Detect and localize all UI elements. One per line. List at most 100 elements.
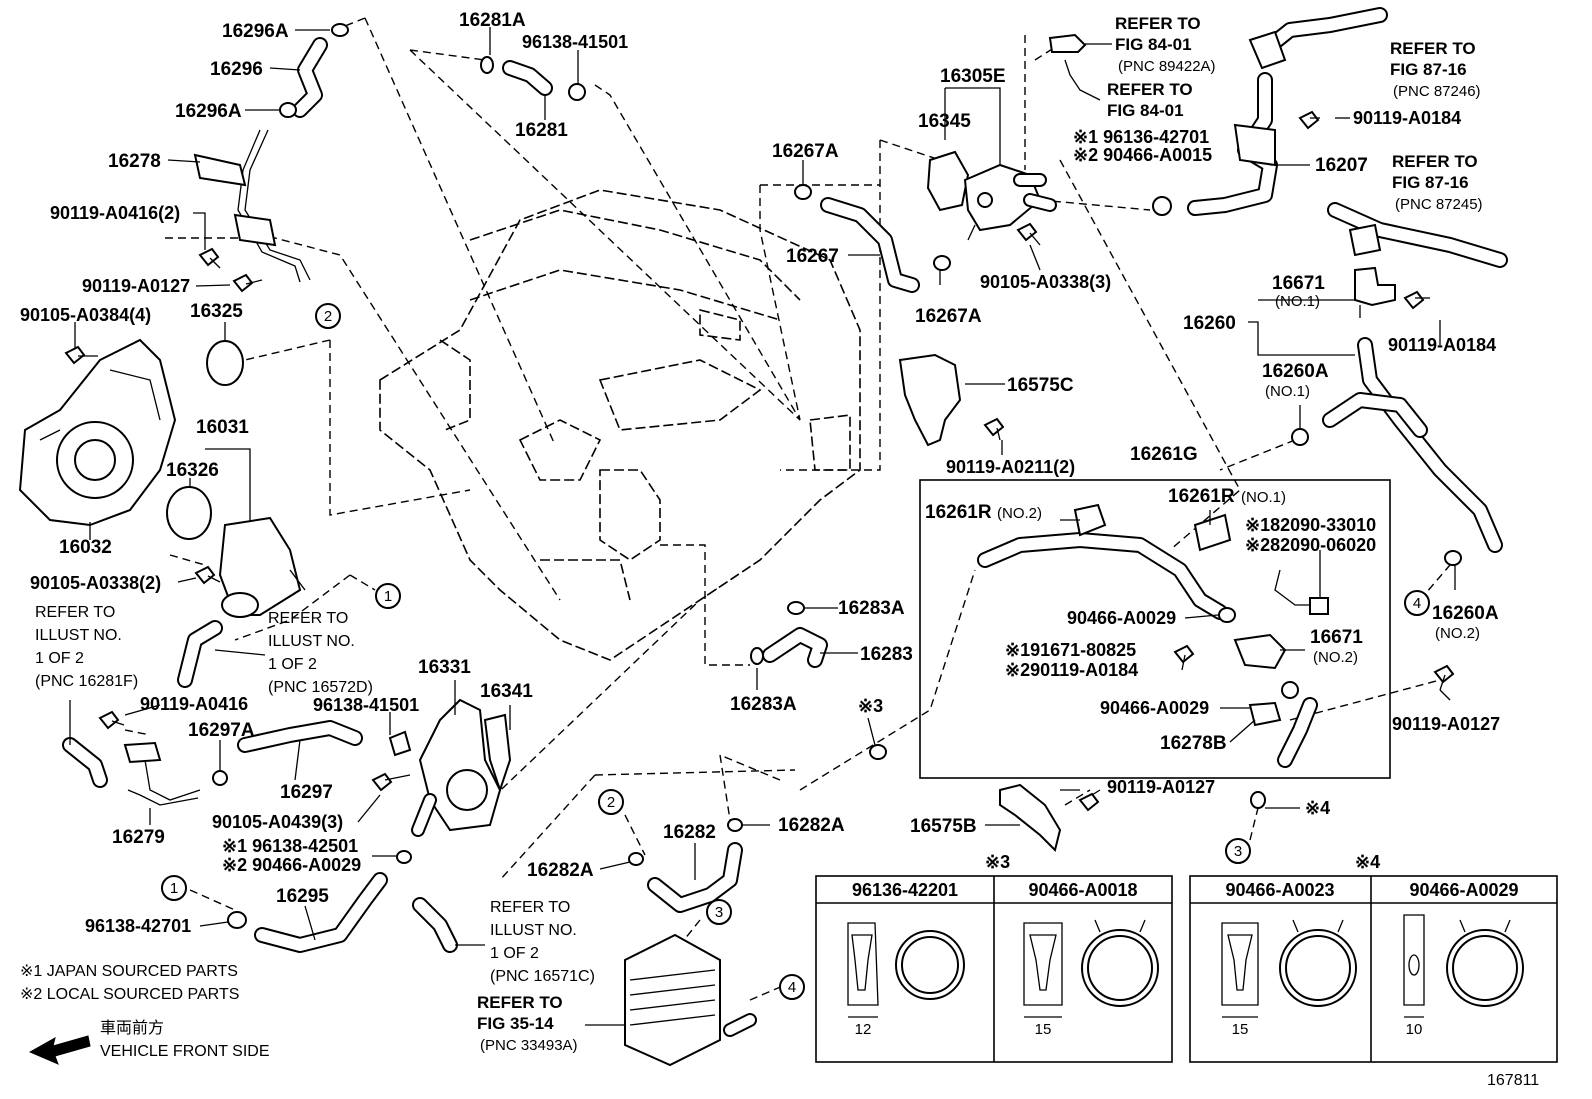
- bracket-16575B: [999, 783, 1062, 852]
- ref6-l1: REFER TO: [268, 610, 348, 627]
- ref5-l2: ILLUST NO.: [35, 627, 122, 644]
- label-90105-A0338-3: 90105-A0338(3): [980, 272, 1111, 292]
- label-16326: 16326: [166, 460, 219, 481]
- label-16283: 16283: [860, 644, 913, 665]
- label-16260A-1: 16260A: [1262, 361, 1329, 382]
- ref8-l3: (PNC 33493A): [480, 1037, 578, 1054]
- label-90105-A0338-2: 90105-A0338(2): [30, 573, 161, 593]
- pipe-16281F: [62, 700, 108, 788]
- label-16575B: 16575B: [910, 816, 977, 837]
- circled-numbers: 2 1 2 1 3 4 3 4: [161, 303, 1430, 1000]
- label-91671-80825: ※191671-80825: [1005, 640, 1136, 660]
- hose-16260: [1322, 337, 1503, 553]
- label-16325: 16325: [190, 301, 243, 322]
- label-90119-A0127-b: 90119-A0127: [1392, 714, 1500, 734]
- label-16282A-2: 16282A: [778, 815, 845, 836]
- ref5-l4: (PNC 16281F): [35, 673, 138, 690]
- figure-number: 167811: [1487, 1072, 1539, 1089]
- label-16261R-1-no: (NO.1): [1241, 489, 1286, 506]
- label-16031: 16031: [196, 417, 249, 438]
- label-16260A-2-no: (NO.2): [1435, 625, 1480, 642]
- label-16296: 16296: [210, 59, 263, 80]
- ref7-l2: ILLUST NO.: [490, 922, 577, 939]
- pipe-16279: [123, 741, 201, 806]
- label-16261R-1: 16261R: [1168, 486, 1235, 507]
- circle-3a: 3: [715, 904, 723, 921]
- legend-japan: ※1 JAPAN SOURCED PARTS: [20, 963, 238, 980]
- hose-16296: [279, 23, 349, 118]
- ref5-l1: REFER TO: [35, 604, 115, 621]
- label-90119-A0184-b: 90119-A0184: [1388, 335, 1496, 355]
- bracket-16575C: [898, 353, 962, 447]
- label-16671-1: 16671: [1272, 273, 1325, 294]
- label-16671-2: 16671: [1310, 627, 1363, 648]
- circle-4b: 4: [1413, 595, 1421, 612]
- circle-1a: 1: [384, 588, 392, 605]
- oil-cooler-33493A: [624, 933, 757, 1067]
- label-96138-42701-b: 96138-42701: [85, 916, 191, 936]
- label-16260A-1-no: (NO.1): [1265, 383, 1310, 400]
- o-ring-16326: [166, 486, 212, 540]
- front-arrow-icon: [28, 1035, 91, 1065]
- clamp-16260A-no1: [1291, 428, 1309, 446]
- clamp-90466A0015: [1152, 196, 1172, 216]
- box-16261G: [919, 479, 1391, 779]
- ref7-l3: 1 OF 2: [490, 945, 539, 962]
- label-90466-A0015: ※2 90466-A0015: [1073, 145, 1212, 165]
- label-90466-A0029-a: 90466-A0029: [1067, 608, 1176, 628]
- circle-4a: 4: [788, 979, 796, 996]
- label-16282: 16282: [663, 822, 716, 843]
- ref3-l3: (PNC 87246): [1393, 83, 1481, 100]
- pipe-16278: [193, 129, 311, 283]
- label-16261R-2-no: (NO.2): [997, 505, 1042, 522]
- label-96136-42701: ※1 96136-42701: [1073, 127, 1209, 147]
- label-90466-A0029-c: ※2 90466-A0029: [222, 855, 361, 875]
- hose-16281: [480, 56, 586, 101]
- ref8-l2: FIG 35-14: [477, 1014, 554, 1033]
- clamp-mark3: [869, 744, 887, 760]
- pipe-16571C: [412, 897, 485, 953]
- hose-16261G: [977, 503, 1329, 768]
- hose-87245: [1327, 202, 1508, 268]
- ref6-l3: 1 OF 2: [268, 656, 317, 673]
- label-16671-1-no: (NO.1): [1275, 293, 1320, 310]
- label-96138-41501-a: 96138-41501: [522, 32, 628, 52]
- ref6-l4: (PNC 16572D): [268, 679, 373, 696]
- label-16267: 16267: [786, 246, 839, 267]
- circle-1b: 1: [170, 880, 178, 897]
- label-16297: 16297: [280, 782, 333, 803]
- clamp-mark4: [1250, 791, 1266, 809]
- part-labels: 16296A 16296 16296A 16278 90119-A0416(2)…: [20, 10, 1500, 936]
- label-16261G: 16261G: [1130, 444, 1198, 465]
- table3-mark: ※3: [985, 852, 1010, 872]
- label-16032: 16032: [59, 537, 112, 558]
- label-16283A-1: 16283A: [838, 598, 905, 619]
- label-90119-A0416: 90119-A0416: [140, 694, 248, 714]
- label-16279: 16279: [112, 827, 165, 848]
- sensor-84-01: [1048, 33, 1101, 101]
- label-16671-2-no: (NO.2): [1313, 649, 1358, 666]
- label-16260A-2: 16260A: [1432, 603, 1499, 624]
- table4-col1: 90466-A0023: [1225, 880, 1334, 900]
- label-96138-41501-b: 96138-41501: [313, 695, 419, 715]
- hose-16282: [628, 818, 743, 913]
- ref2-l1: REFER TO: [1107, 80, 1193, 99]
- label-16281A: 16281A: [459, 10, 526, 31]
- hose-16295: [227, 850, 412, 953]
- legend-front-jp: 車両前方: [100, 1019, 164, 1037]
- label-16261R-2: 16261R: [925, 502, 992, 523]
- circle-2b: 2: [607, 794, 615, 811]
- clamp-table-4: ※4 90466-A0023 90466-A0029 15 10: [1189, 852, 1558, 1063]
- leader-lines: [74, 27, 1456, 1026]
- label-16345: 16345: [918, 111, 971, 132]
- ref8-l1: REFER TO: [477, 993, 563, 1012]
- label-16267A-2: 16267A: [915, 306, 982, 327]
- table3-col2: 90466-A0018: [1028, 880, 1137, 900]
- label-16281: 16281: [515, 120, 568, 141]
- label-90119-A0184-c: ※290119-A0184: [1005, 660, 1138, 680]
- label-90119-A0127-c: 90119-A0127: [1107, 777, 1215, 797]
- label-82090-06020: ※282090-06020: [1245, 535, 1376, 555]
- ref4-l2: FIG 87-16: [1392, 173, 1469, 192]
- label-90105-A0384: 90105-A0384(4): [20, 305, 151, 325]
